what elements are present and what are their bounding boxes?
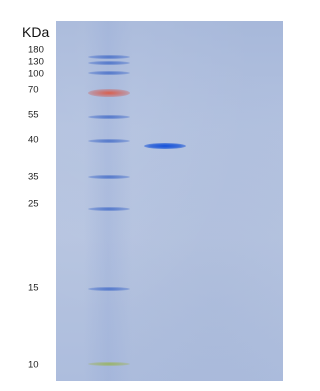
marker-label-70: 70 (28, 84, 39, 96)
ladder-band-130 (88, 61, 130, 65)
gel-figure: KDa 180 130 100 70 55 40 35 25 15 10 (22, 21, 283, 381)
marker-label-10: 10 (28, 359, 39, 371)
ladder-band-10 (88, 362, 130, 366)
unit-label: KDa (22, 24, 50, 40)
ladder-band-100 (88, 71, 130, 75)
ladder-band-35 (88, 175, 130, 179)
ladder-band-70 (88, 89, 130, 97)
marker-label-35: 35 (28, 171, 39, 183)
marker-label-55: 55 (28, 109, 39, 121)
marker-label-40: 40 (28, 134, 39, 146)
ladder-band-40 (88, 139, 130, 143)
ladder-band-25 (88, 207, 130, 211)
marker-label-180: 180 (28, 44, 44, 56)
ladder-band-180 (88, 55, 130, 59)
marker-label-100: 100 (28, 68, 44, 80)
ladder-band-55 (88, 115, 130, 119)
marker-label-15: 15 (28, 282, 39, 294)
sample-band (144, 143, 186, 149)
marker-label-25: 25 (28, 198, 39, 210)
ladder-lane (84, 21, 132, 381)
marker-label-130: 130 (28, 56, 44, 68)
gel-background (56, 21, 283, 381)
gel-image (56, 21, 283, 381)
ladder-band-15 (88, 287, 130, 291)
